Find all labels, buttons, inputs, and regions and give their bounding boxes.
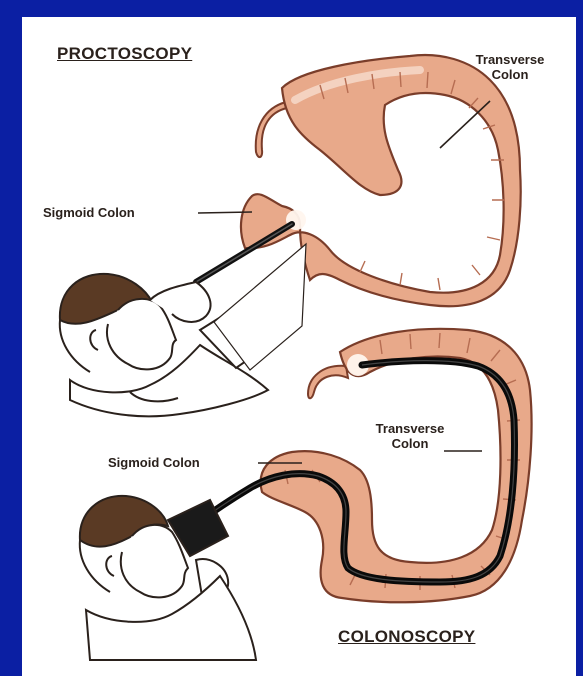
transverse-colon-label-bottom-line2: Colon [350,436,470,451]
transverse-colon-label-bottom-line1: Transverse [350,421,470,436]
transverse-colon-label-top-line1: Transverse [450,52,570,67]
transverse-colon-label-top-line2: Colon [450,67,570,82]
sigmoid-colon-label-top: Sigmoid Colon [43,205,135,220]
transverse-colon-label-bottom: Transverse Colon [350,421,470,451]
proctoscopy-title: PROCTOSCOPY [57,44,192,64]
sigmoid-colon-label-bottom: Sigmoid Colon [108,455,200,470]
transverse-colon-label-top: Transverse Colon [450,52,570,82]
colonoscopy-title: COLONOSCOPY [338,627,475,647]
colonoscopy-doctor [80,496,256,660]
